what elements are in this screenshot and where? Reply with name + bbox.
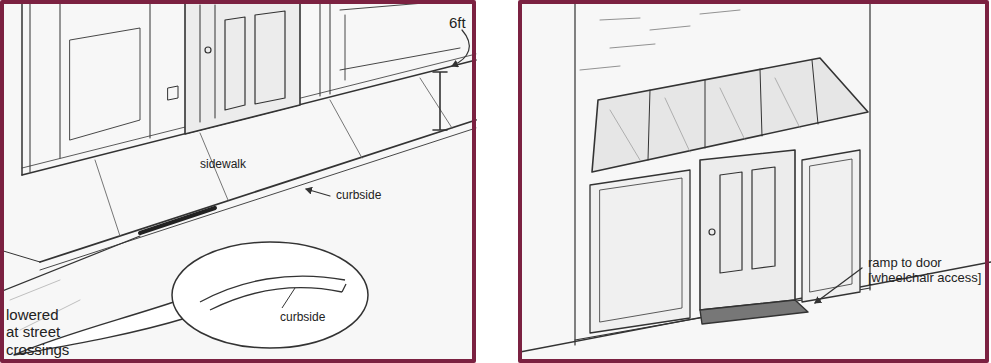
annotation-label: curbside — [336, 189, 416, 203]
right-sketch — [520, 0, 991, 361]
bubble-text: curbside — [280, 310, 325, 324]
panel-frame — [2, 2, 474, 361]
annotation-label: lowered at street crossings — [6, 306, 72, 358]
left-sketch — [0, 0, 476, 361]
bubble-outline — [170, 240, 370, 350]
annotation-label: sidewalk — [200, 158, 280, 172]
panel-frame — [520, 2, 987, 361]
annotation-label: ramp to door [wheelchair access] — [868, 256, 986, 286]
annotation-label: 6ft — [449, 14, 489, 31]
callout-bubble: curbside — [170, 240, 370, 350]
